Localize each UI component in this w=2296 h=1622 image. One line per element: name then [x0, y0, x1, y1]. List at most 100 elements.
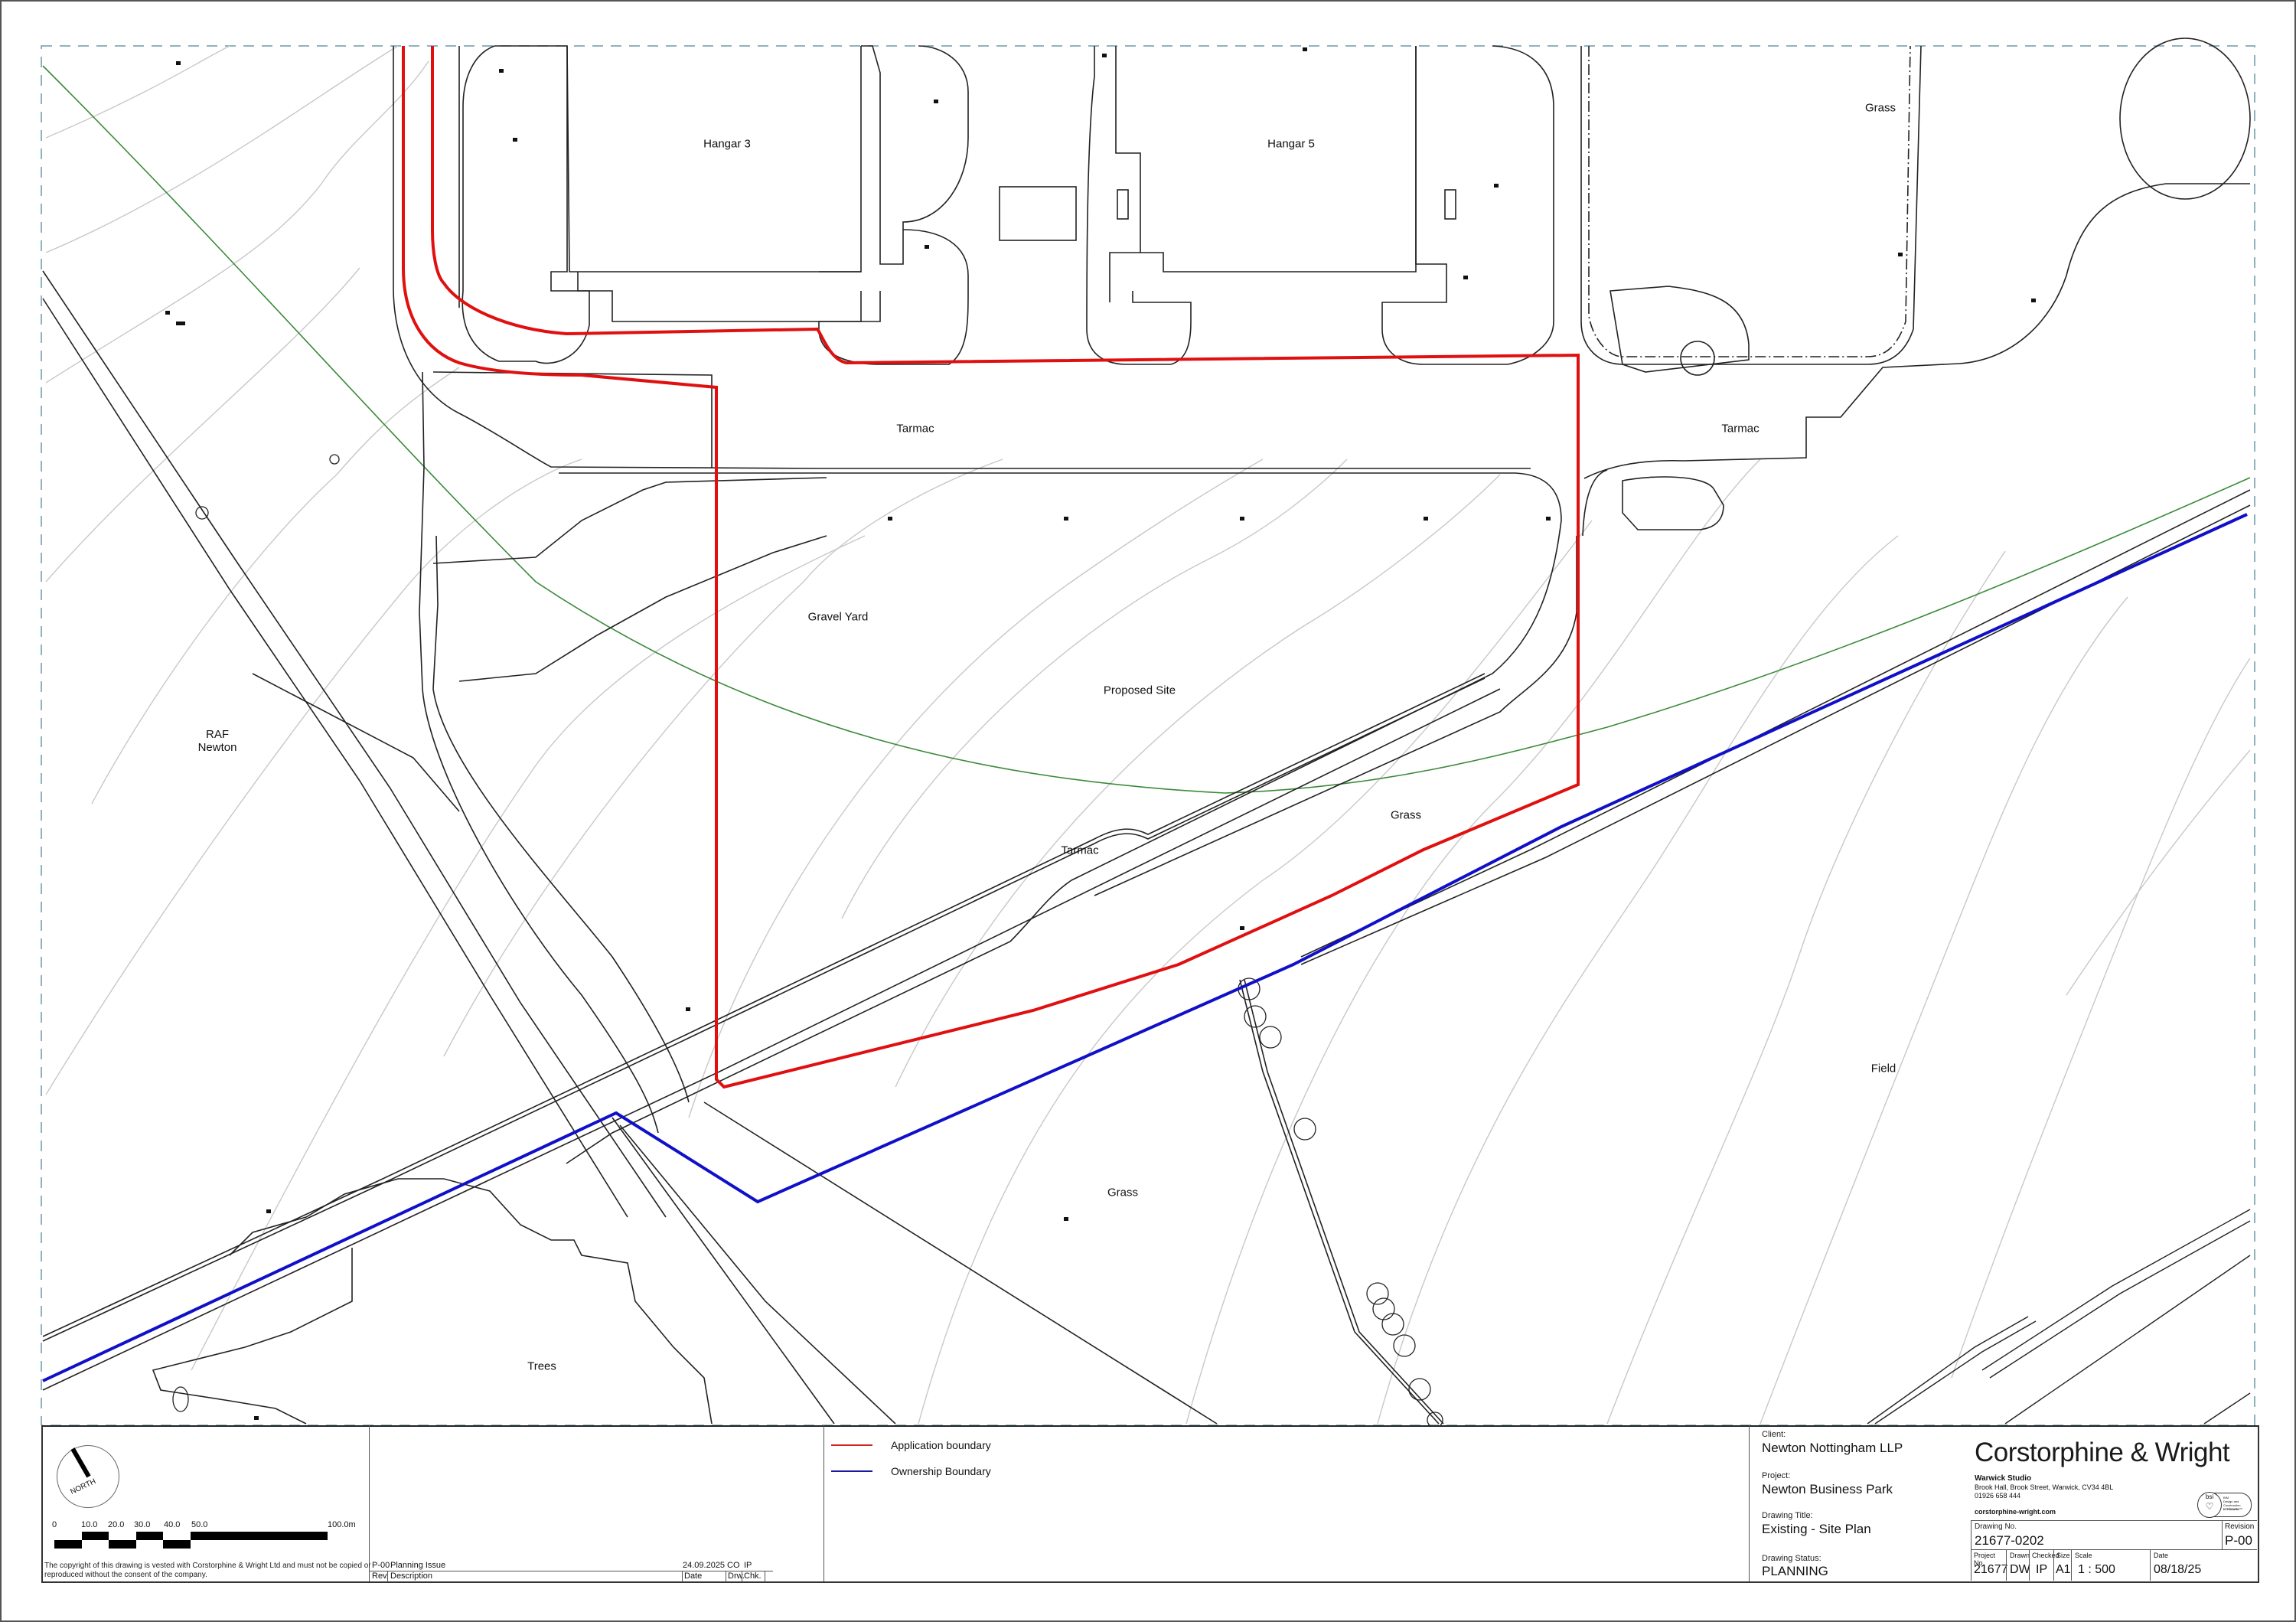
drawing-meta-row: Project No. 21677 Drawn DW Checked IP Si… — [1971, 1549, 2257, 1581]
scale-segment — [163, 1540, 191, 1549]
rev-drawn: CO — [727, 1561, 740, 1570]
rev-header-date: Date — [682, 1571, 702, 1582]
drawing-status-value: PLANNING — [1762, 1564, 1828, 1578]
badge-line: KITEMARK™ — [2223, 1507, 2243, 1511]
drawing-number-box: Drawing No. 21677-0202 Revision P-00 — [1971, 1520, 2257, 1550]
revision-label: Revision — [2225, 1522, 2255, 1531]
contour-lines — [45, 45, 2251, 1425]
label-raf-newton: RAF Newton — [197, 727, 237, 754]
label-tarmac-east: Tarmac — [1721, 422, 1760, 436]
rev-header-description: Description — [387, 1571, 432, 1582]
drawing-no-value: 21677-0202 — [1975, 1533, 2044, 1548]
revision-value: P-00 — [2225, 1533, 2252, 1548]
drawing-no-label: Drawing No. — [1975, 1522, 2017, 1531]
label-grass-site: Grass — [1390, 808, 1422, 822]
project-no-value: 21677 — [1974, 1563, 2008, 1576]
divider-rev-legend — [823, 1425, 824, 1581]
studio-phone: 01926 658 444 — [1975, 1492, 2021, 1500]
badge-line: BIM — [2223, 1496, 2229, 1500]
scale-tick-20: 20.0 — [108, 1520, 125, 1529]
drawn-value: DW — [2010, 1563, 2030, 1576]
divider-north-rev — [369, 1425, 370, 1581]
badge-line: Construction — [2223, 1503, 2241, 1507]
rev-header-checked: Chk. — [742, 1571, 765, 1582]
drawn-label: Drawn — [2010, 1552, 2030, 1559]
scale-tick-50: 50.0 — [191, 1520, 208, 1529]
north-label: NORTH — [69, 1477, 98, 1496]
bsi-logo-icon: bsi♡ — [2197, 1492, 2222, 1518]
red-line-icon — [831, 1444, 872, 1446]
checked-cell: Checked IP — [2029, 1550, 2060, 1581]
scale-tick-40: 40.0 — [164, 1520, 181, 1529]
label-grass-ne: Grass — [1864, 101, 1896, 115]
rev-checked: IP — [744, 1561, 752, 1570]
viewport-border — [41, 45, 2255, 1425]
scale-tick-0: 0 — [52, 1520, 57, 1529]
label-proposed-site: Proposed Site — [1103, 684, 1176, 697]
checked-value: IP — [2036, 1563, 2048, 1576]
scale-segment — [82, 1532, 109, 1540]
badge-text: BIM Design and Construction KITEMARK™ — [2223, 1496, 2242, 1511]
scale-value: 1 : 500 — [2078, 1563, 2115, 1576]
drawn-cell: Drawn DW — [2006, 1550, 2030, 1581]
legend-application-boundary: Application boundary — [831, 1439, 991, 1451]
rev-date: 24.09.2025 — [683, 1561, 726, 1570]
studio-address: Brook Hall, Brook Street, Warwick, CV34 … — [1975, 1483, 2114, 1491]
scale-segment — [109, 1540, 136, 1549]
scale-tick-10: 10.0 — [81, 1520, 98, 1529]
size-label: Size — [2056, 1552, 2070, 1559]
date-cell: Date 08/18/25 — [2150, 1550, 2258, 1581]
bsi-logo-text: bsi — [2205, 1493, 2214, 1500]
bsi-kitemark-badge: bsi♡ BIM Design and Construction KITEMAR… — [2197, 1492, 2252, 1518]
client-value: Newton Nottingham LLP — [1762, 1441, 1903, 1455]
divider-legend-client — [1749, 1425, 1750, 1581]
scale-tick-30: 30.0 — [134, 1520, 151, 1529]
company-logo: Corstorphine & Wright — [1975, 1438, 2230, 1467]
size-cell: Size A1 — [2053, 1550, 2072, 1581]
legend-label: Application boundary — [891, 1439, 991, 1451]
scale-segment — [54, 1540, 82, 1549]
label-gravel-yard: Gravel Yard — [807, 610, 869, 624]
label-field: Field — [1870, 1062, 1896, 1075]
rev-header-drawn: Drw. — [726, 1571, 745, 1582]
studio-name: Warwick Studio — [1975, 1474, 2032, 1483]
scale-segment — [136, 1532, 163, 1540]
drawing-title-label: Drawing Title: — [1762, 1511, 1813, 1520]
company-website[interactable]: corstorphine-wright.com — [1975, 1508, 2056, 1516]
hedgerow-se — [1867, 1209, 2251, 1425]
rev-header-rev: Rev. — [372, 1571, 389, 1581]
title-block — [41, 1425, 2259, 1583]
project-no-label: Project No. — [1974, 1552, 1996, 1567]
project-value: Newton Business Park — [1762, 1482, 1893, 1496]
drawing-status-label: Drawing Status: — [1762, 1554, 1821, 1563]
rev-code: P-00 — [372, 1561, 390, 1570]
application-boundary-line — [402, 46, 1580, 1089]
label-tarmac-road: Tarmac — [1061, 844, 1099, 857]
ownership-boundary-line — [42, 513, 2248, 1382]
date-value: 08/18/25 — [2154, 1563, 2202, 1576]
tree-symbols — [172, 454, 1443, 1425]
client-label: Client: — [1762, 1430, 1786, 1439]
existing-linework — [42, 38, 2251, 1425]
green-service-line — [42, 65, 2251, 794]
badge-line: Design and — [2223, 1500, 2239, 1503]
north-arrow: NORTH — [57, 1445, 119, 1508]
scale-label: Scale — [2075, 1552, 2092, 1559]
checked-label: Checked — [2032, 1552, 2060, 1559]
legend-ownership-boundary: Ownership Boundary — [831, 1465, 991, 1477]
revision-header: Rev. Description Date Drw. Chk. — [369, 1571, 773, 1582]
drawing-title-value: Existing - Site Plan — [1762, 1522, 1871, 1536]
north-arrow-needle-icon — [70, 1447, 91, 1478]
project-no-cell: Project No. 21677 — [1971, 1550, 2008, 1581]
label-tarmac-north: Tarmac — [896, 422, 934, 436]
revision-box: Revision P-00 — [2222, 1521, 2258, 1550]
project-label: Project: — [1762, 1471, 1791, 1480]
scale-segment — [191, 1532, 328, 1540]
label-hangar-5: Hangar 5 — [1267, 137, 1315, 151]
label-grass-south: Grass — [1107, 1186, 1139, 1199]
blue-line-icon — [831, 1470, 872, 1472]
date-label: Date — [2154, 1552, 2169, 1559]
label-trees: Trees — [527, 1359, 556, 1373]
copyright-notice: The copyright of this drawing is vested … — [44, 1562, 371, 1579]
